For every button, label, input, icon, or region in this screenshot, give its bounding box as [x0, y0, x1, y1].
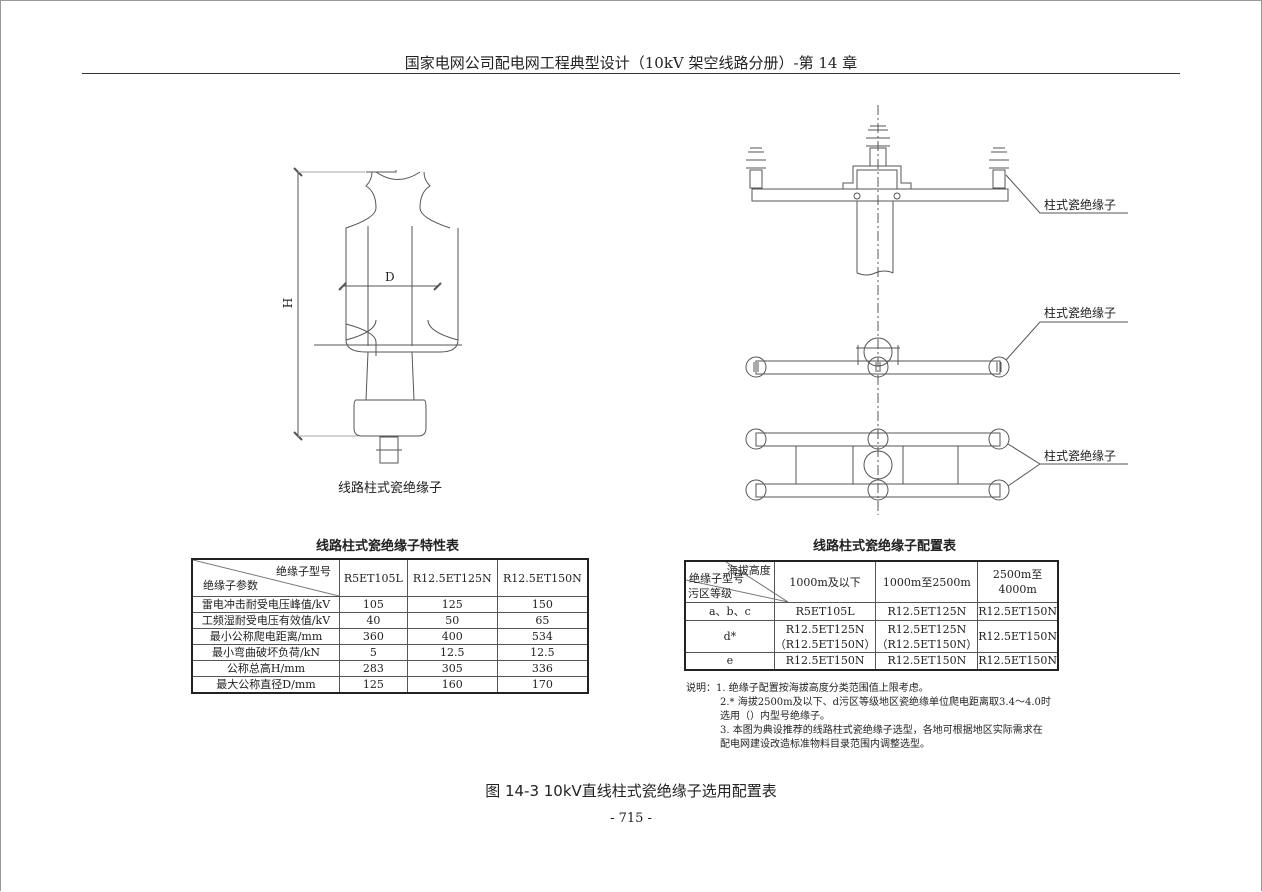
value-cell: 400	[406, 628, 498, 645]
note-line: 配电网建设改造标准物料目录范围内调整选型。	[720, 739, 930, 750]
callout-label: 柱式瓷绝缘子	[1044, 306, 1117, 320]
column-header: R12.5ET125N	[406, 558, 498, 597]
config-table: 海拔高度 绝缘子型号 污区等级 1000m及以下 1000m至2500m 250…	[684, 560, 1059, 671]
value-cell: 170	[496, 676, 589, 694]
header-rule	[82, 73, 1180, 74]
column-header: 1000m及以下	[773, 560, 877, 603]
corner-cell: 海拔高度 绝缘子型号 污区等级	[684, 560, 788, 603]
note-line: 选用（）内型号绝缘子。	[720, 711, 830, 722]
corner-top-label: 海拔高度	[726, 564, 771, 577]
drawing-caption: 线路柱式瓷绝缘子	[338, 481, 443, 496]
value-cell: 160	[406, 676, 498, 694]
value-cell: R12.5ET150N	[977, 602, 1059, 621]
value-cell: 534	[496, 628, 589, 645]
value-cell: 125	[406, 596, 498, 613]
value-cell: R12.5ET125N（R12.5ET150N）	[773, 620, 877, 653]
note-line: 说明：1. 绝缘子配置按海拔高度分类范围值上限考虑。	[686, 683, 929, 694]
table-row: a、b、c R5ET105L R12.5ET125N R12.5ET150N	[684, 602, 1059, 621]
value-cell: 305	[406, 660, 498, 677]
value-cell: 150	[496, 596, 589, 613]
notes: 说明：1. 绝缘子配置按海拔高度分类范围值上限考虑。 2.* 海拔2500m及以…	[686, 682, 1051, 752]
note-line: 3. 本图为典设推荐的线路柱式瓷绝缘子选型，各地可根据地区实际需求在	[720, 725, 1043, 736]
corner-middle-label: 绝缘子型号	[689, 572, 744, 585]
value-text: R12.5ET125N	[887, 622, 967, 636]
grade-cell: a、b、c	[684, 602, 775, 621]
callout-label: 柱式瓷绝缘子	[1044, 449, 1117, 463]
column-header: R12.5ET150N	[496, 558, 589, 597]
param-cell: 雷电冲击耐受电压峰值/kV	[191, 596, 340, 613]
value-cell: 336	[496, 660, 589, 677]
note-line: 2.* 海拔2500m及以下、d污区等级地区瓷绝缘单位爬电距离取3.4～4.0时	[720, 697, 1051, 708]
characteristics-table-title: 线路柱式瓷绝缘子特性表	[316, 539, 460, 554]
crossarm-elevation	[746, 125, 1128, 276]
value-cell: R12.5ET150N	[977, 652, 1059, 670]
value-cell: R12.5ET150N	[875, 652, 979, 670]
value-cell: R12.5ET125N（R12.5ET150N）	[875, 620, 979, 653]
value-cell: R12.5ET150N	[977, 620, 1059, 653]
value-cell: 12.5	[496, 644, 589, 661]
alt-value-text: （R12.5ET150N）	[876, 637, 978, 651]
page-header: 国家电网公司配电网工程典型设计（10kV 架空线路分册）-第 14 章	[404, 54, 858, 72]
value-cell: 50	[406, 612, 498, 629]
value-cell: 40	[339, 612, 408, 629]
callout-label: 柱式瓷绝缘子	[1044, 198, 1117, 212]
table-row: e R12.5ET150N R12.5ET150N R12.5ET150N	[684, 652, 1059, 670]
dim-label-h: H	[281, 297, 296, 309]
grade-cell: d*	[684, 620, 775, 653]
value-cell: 283	[339, 660, 408, 677]
corner-bottom-label: 绝缘子参数	[203, 579, 258, 592]
param-cell: 最大公称直径D/mm	[191, 676, 340, 694]
characteristics-table: 绝缘子型号 绝缘子参数 R5ET105L R12.5ET125N R12.5ET…	[191, 558, 589, 694]
corner-cell: 绝缘子型号 绝缘子参数	[191, 558, 340, 597]
dim-label-d: D	[385, 270, 395, 284]
column-header: 2500m至4000m	[977, 560, 1059, 603]
column-header: 1000m至2500m	[875, 560, 979, 603]
corner-top-label: 绝缘子型号	[276, 565, 331, 578]
crossarm-drawings	[745, 105, 1128, 515]
param-cell: 最小弯曲破坏负荷/kN	[191, 644, 340, 661]
config-table-title: 线路柱式瓷绝缘子配置表	[813, 539, 957, 554]
param-cell: 最小公称爬电距离/mm	[191, 628, 340, 645]
value-cell: 5	[339, 644, 408, 661]
grade-cell: e	[684, 652, 775, 670]
crossarm-plan-single	[745, 321, 1128, 378]
param-cell: 公称总高H/mm	[191, 660, 340, 677]
table-row: d* R12.5ET125N（R12.5ET150N） R12.5ET125N（…	[684, 620, 1059, 653]
value-cell: R12.5ET125N	[875, 602, 979, 621]
column-header: R5ET105L	[339, 558, 408, 597]
param-cell: 工频湿耐受电压有效值/kV	[191, 612, 340, 629]
value-cell: 105	[339, 596, 408, 613]
value-cell: R5ET105L	[773, 602, 877, 621]
value-cell: 12.5	[406, 644, 498, 661]
value-cell: 65	[496, 612, 589, 629]
corner-bottom-label: 污区等级	[688, 587, 732, 600]
value-text: R12.5ET125N	[785, 622, 865, 636]
value-cell: R12.5ET150N	[773, 652, 877, 670]
page-number: - 715 -	[610, 811, 652, 826]
value-cell: 125	[339, 676, 408, 694]
crossarm-plan-double	[745, 428, 1128, 501]
alt-value-text: （R12.5ET150N）	[774, 637, 876, 651]
figure-caption: 图 14-3 10kV直线柱式瓷绝缘子选用配置表	[485, 782, 777, 800]
value-cell: 360	[339, 628, 408, 645]
post-insulator-drawing	[293, 167, 462, 464]
